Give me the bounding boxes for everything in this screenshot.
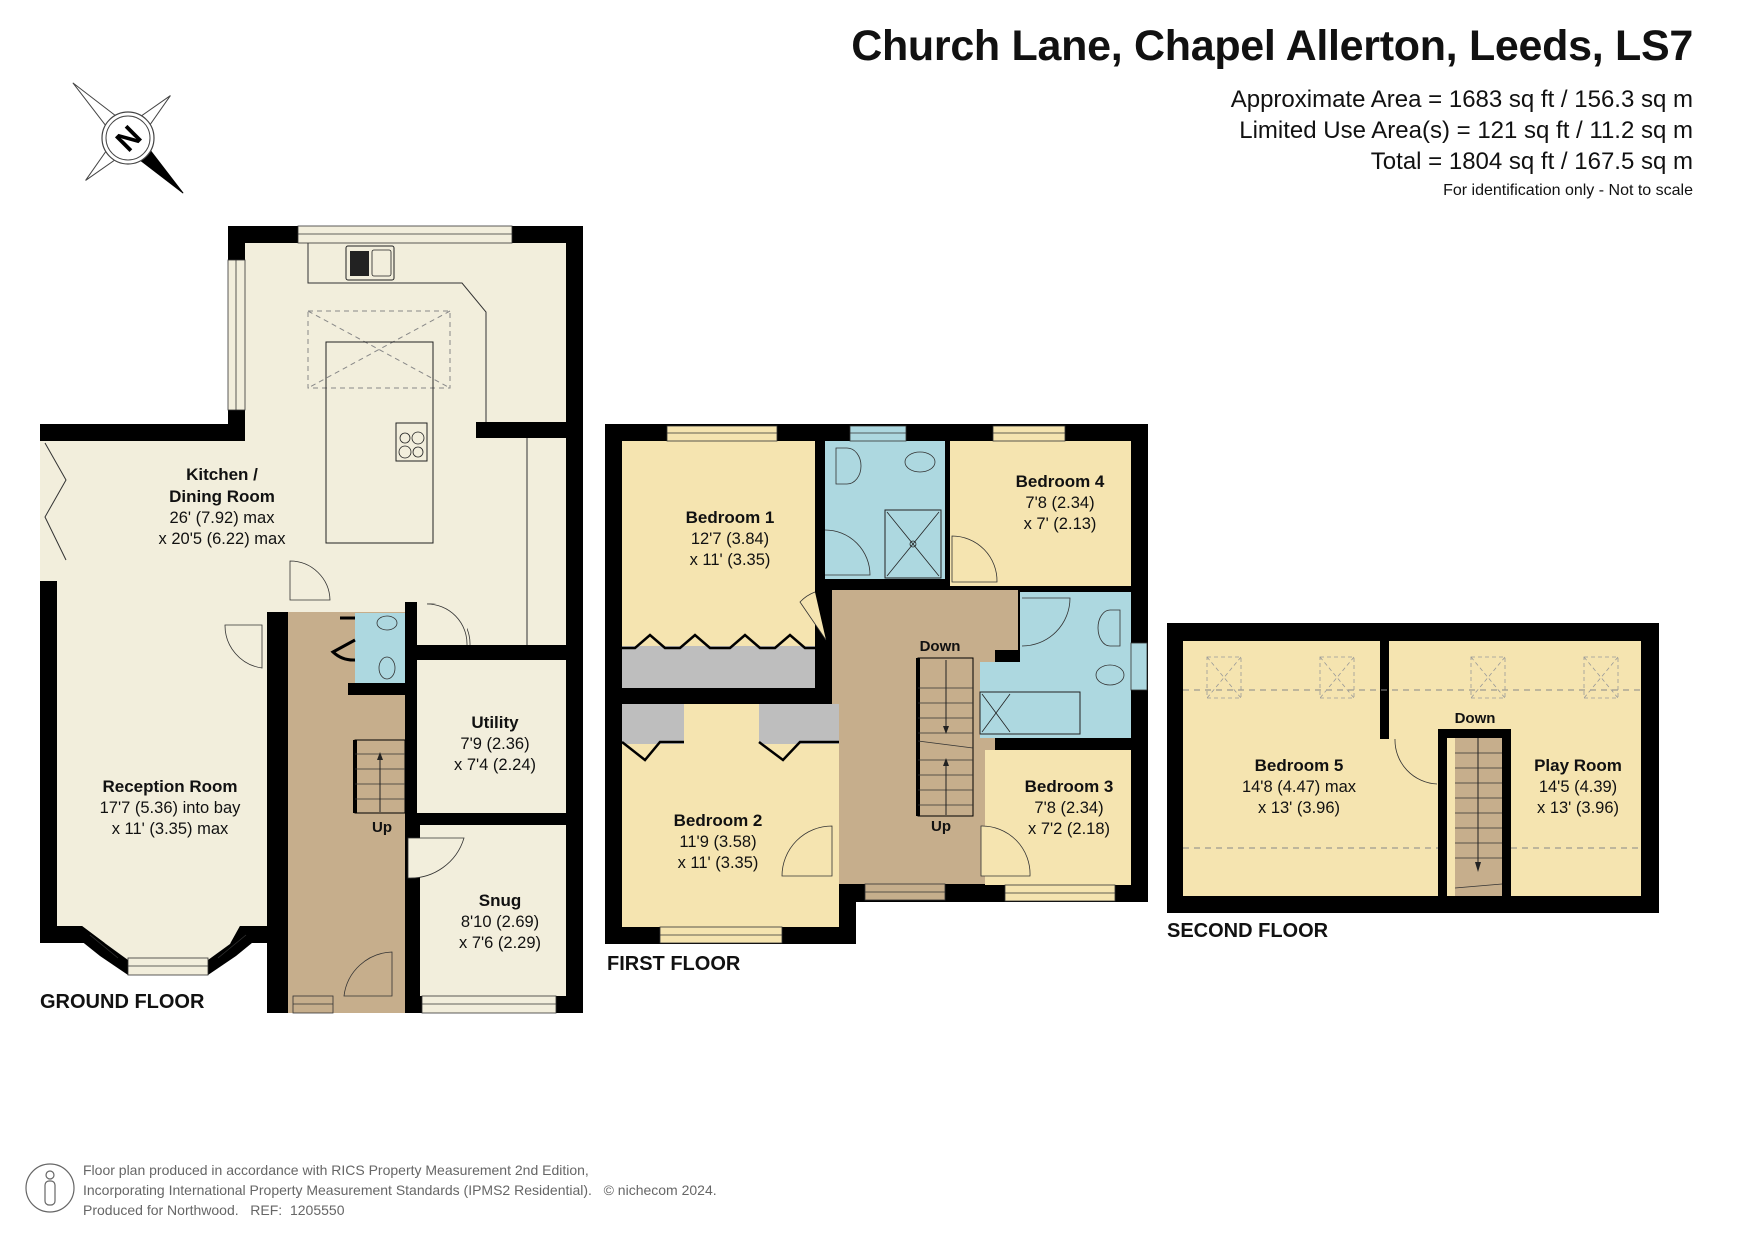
room-name-kitchen-2: Dining Room [169, 487, 275, 506]
property-title: Church Lane, Chapel Allerton, Leeds, LS7 [851, 22, 1693, 70]
room-dim-snug-1: 8'10 (2.69) [461, 913, 539, 931]
room-dim-bedroom-3-a: 7'8 (2.34) [1034, 799, 1103, 817]
footer-line-1: Floor plan produced in accordance with R… [83, 1162, 589, 1178]
rooflight-icons [1206, 656, 1619, 699]
ground-stairs-label: Up [372, 819, 392, 836]
hob-icon [395, 422, 428, 462]
second-floor-label: SECOND FLOOR [1167, 920, 1329, 942]
first-floor-up-label: Up [931, 818, 951, 835]
second-floor-down-label: Down [1455, 710, 1496, 727]
room-name-snug: Snug [479, 891, 522, 910]
room-dim-bedroom-2-b: x 11' (3.35) [678, 854, 759, 872]
footer-text: Floor plan produced in accordance with R… [83, 1160, 717, 1220]
room-dim-kitchen-1: 26' (7.92) max [170, 509, 276, 527]
person-measure-icon [25, 1163, 75, 1213]
first-floor-label: FIRST FLOOR [607, 953, 741, 975]
room-dim-play-room-b: x 13' (3.96) [1537, 799, 1619, 817]
room-name-kitchen: Kitchen / [186, 465, 258, 484]
first-floor-stairs [916, 657, 974, 817]
approximate-area: Approximate Area = 1683 sq ft / 156.3 sq… [1230, 86, 1693, 113]
room-dim-bedroom-1-a: 12'7 (3.84) [691, 530, 769, 548]
scale-disclaimer: For identification only - Not to scale [1443, 182, 1693, 199]
room-dim-utility-2: x 7'4 (2.24) [454, 756, 536, 774]
limited-use-area: Limited Use Area(s) = 121 sq ft / 11.2 s… [1239, 117, 1693, 144]
room-dim-bedroom-4-a: 7'8 (2.34) [1025, 494, 1094, 512]
total-area: Total = 1804 sq ft / 167.5 sq m [1370, 148, 1693, 175]
area-summary: Approximate Area = 1683 sq ft / 156.3 sq… [1231, 84, 1693, 177]
room-dim-bedroom-2-a: 11'9 (3.58) [679, 833, 756, 851]
room-dim-snug-2: x 7'6 (2.29) [459, 934, 541, 952]
room-name-reception: Reception Room [102, 777, 237, 796]
first-floor-plan: Down Up [605, 424, 1148, 975]
footer-line-2: Incorporating International Property Mea… [83, 1182, 717, 1198]
room-name-utility: Utility [471, 713, 519, 732]
room-name-play-room: Play Room [1534, 756, 1622, 775]
first-floor-down-label: Down [920, 638, 961, 655]
room-name-bedroom-4: Bedroom 4 [1016, 472, 1105, 491]
room-dim-bedroom-3-b: x 7'2 (2.18) [1028, 820, 1110, 838]
room-dim-kitchen-2: x 20'5 (6.22) max [159, 530, 287, 548]
room-dim-bedroom-5-a: 14'8 (4.47) max [1242, 778, 1357, 796]
room-name-bedroom-3: Bedroom 3 [1025, 777, 1114, 796]
ground-floor-stairs: Up [353, 739, 406, 836]
room-dim-bedroom-5-b: x 13' (3.96) [1258, 799, 1340, 817]
room-dim-bedroom-1-b: x 11' (3.35) [690, 551, 771, 569]
room-name-bedroom-5: Bedroom 5 [1255, 756, 1344, 775]
room-dim-utility-1: 7'9 (2.36) [460, 735, 529, 753]
ground-floor-plan: Up Kitchen / Dining Room 26' (7.92) max … [40, 225, 583, 1014]
compass-north-icon: N [72, 82, 184, 194]
second-floor-plan: Down Bedroom 5 14'8 (4.47) max x 13' (3.… [1167, 623, 1659, 942]
room-name-bedroom-1: Bedroom 1 [686, 508, 775, 527]
second-floor-stairs [1454, 738, 1503, 896]
room-dim-reception-1: 17'7 (5.36) into bay [100, 799, 241, 817]
ground-floor-label: GROUND FLOOR [40, 991, 205, 1013]
room-dim-bedroom-4-b: x 7' (2.13) [1024, 515, 1097, 533]
footer-line-3: Produced for Northwood. REF: 1205550 [83, 1202, 345, 1218]
room-dim-reception-2: x 11' (3.35) max [112, 820, 229, 838]
room-dim-play-room-a: 14'5 (4.39) [1539, 778, 1617, 796]
room-name-bedroom-2: Bedroom 2 [674, 811, 763, 830]
